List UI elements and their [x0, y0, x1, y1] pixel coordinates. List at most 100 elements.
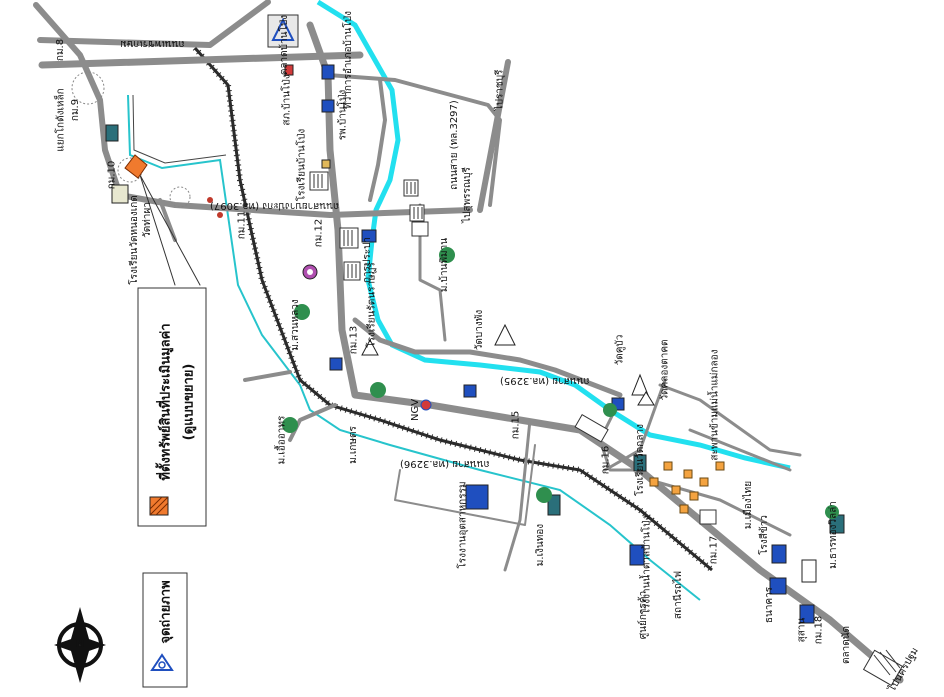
label-temple2: วัดคูบัว — [614, 334, 626, 366]
label-km9: กม.9 — [70, 98, 82, 122]
canal-left-2 — [132, 94, 227, 164]
compass-rose-icon — [54, 607, 106, 683]
road-north — [33, 2, 473, 218]
label-to-suphan: ไปสุพรรณบุรี — [461, 167, 473, 223]
label-road-top: ถนนเพชรเกษม — [120, 38, 185, 49]
railway — [193, 47, 713, 572]
school-icon — [361, 229, 377, 243]
school-icon — [105, 124, 119, 142]
label-bank: ธนาคาร — [764, 586, 776, 624]
label-bridge: สะพานข้ามแม่น้ำแม่กลอง — [709, 349, 721, 461]
legend-photo-label: จุดถ่ายภาพ — [158, 580, 174, 644]
building-icons — [105, 64, 845, 624]
building-icon — [801, 559, 817, 583]
legend-subject-subtitle: (ดูแบบขยาย) — [181, 363, 197, 441]
school-icon — [463, 384, 477, 398]
school-icon — [321, 64, 335, 80]
tree-icon — [217, 212, 223, 218]
road-pin-leader — [139, 174, 176, 286]
label-shop: ศูนย์การค้า — [638, 590, 650, 640]
label-police: สภ.บ้านโป่ง — [281, 74, 293, 126]
label-village6: ม.ธารทองวิลล่า — [827, 501, 839, 569]
label-market: ตลาดบ้านโป่ง — [279, 14, 291, 76]
special-icons — [207, 197, 432, 411]
label-road-3297: ถนนสาย (ทล.3297) — [448, 100, 460, 190]
label-road-3296: ถนนสาย (ทล.3296) — [400, 458, 490, 469]
label-road-3295: ถนนสาย (ทล.3295) — [500, 375, 590, 386]
road-east-1 — [326, 73, 502, 207]
legend-photo-box — [142, 572, 188, 688]
road-west-km11 — [158, 198, 177, 242]
label-km10: กม.10 — [106, 160, 118, 190]
road-east-2 — [477, 59, 511, 213]
school-icon — [547, 494, 561, 516]
building-icon — [111, 184, 129, 204]
road-west-low — [288, 403, 337, 442]
legend-photo-icon — [150, 653, 174, 671]
legend-subject-box — [137, 287, 207, 527]
subject-property-marker — [124, 154, 148, 179]
road-central — [306, 21, 904, 684]
canal-left — [127, 94, 701, 601]
intersection-markers — [71, 71, 191, 208]
label-school2: โรงเรียนวัดหนองเกด — [128, 195, 140, 285]
label-km15: กม.15 — [510, 410, 522, 440]
label-village4: ม.เอื้ออาทร — [276, 415, 288, 465]
road-km16 — [603, 378, 667, 472]
road-river-link — [418, 203, 447, 342]
label-school4: โรงเรียนวัดกลาง — [634, 424, 646, 496]
label-village3: ม.เกษตร — [347, 426, 359, 464]
label-cemetery: สุสาน — [796, 617, 808, 643]
label-to-ratchaburi: ไปราชบุรี — [494, 69, 506, 111]
building-icon — [284, 64, 294, 76]
road-right-2 — [688, 428, 792, 472]
school-icon — [629, 544, 645, 566]
building-icon — [321, 159, 331, 169]
gas-station-icon — [420, 399, 432, 411]
label-gas: NGV — [410, 398, 422, 422]
label-km8: กม.8 — [55, 38, 67, 62]
label-intersection: แยกโกดังเหล็ก — [55, 88, 67, 152]
label-village7: ม.เมืองไทย — [743, 480, 755, 530]
label-rail-station: สถานีรถไฟ — [673, 570, 685, 620]
legend-swatch-hatch — [149, 496, 169, 516]
legend-subject-title: ที่ตั้งทรัพย์สินที่ประเมินมูลค่า — [158, 323, 174, 481]
road-pin-leader-2 — [139, 174, 201, 286]
road-right-1 — [658, 383, 802, 457]
label-km11: กม.11 — [236, 210, 248, 240]
road-south-east — [598, 398, 642, 472]
tree-icon — [207, 197, 213, 203]
road-3297 — [243, 370, 292, 382]
road-top-highway — [38, 51, 364, 69]
road-top-upper — [37, 0, 271, 48]
house-icons — [649, 461, 725, 514]
label-village5: ม.เงินทอง — [535, 523, 547, 567]
school-icon — [633, 454, 647, 472]
label-km13: กม.13 — [348, 325, 360, 355]
compass-north-label: N — [76, 639, 85, 650]
temple-icons — [361, 323, 655, 406]
label-factory: โรงงานอุตสาหกรรม — [457, 481, 469, 569]
school-icon — [771, 544, 787, 564]
school-icon — [321, 99, 335, 113]
label-km18: กม.18 — [813, 615, 825, 645]
label-road-3097: ถนนสายบางปะกง (ทล.3097) — [210, 200, 340, 211]
tree-icons — [282, 247, 839, 519]
label-school3: โรงเรียนรัตนราษฎร์ — [366, 262, 378, 348]
road-south-2 — [503, 418, 532, 572]
label-km17: กม.17 — [708, 535, 720, 565]
label-temple4: วัดท่าผา — [141, 202, 153, 238]
label-temple3: วัดคลองตาคต — [659, 339, 671, 401]
label-village1: ม.สวนหลวง — [289, 299, 301, 351]
hatch-lines — [313, 174, 901, 676]
school-icon — [465, 484, 489, 510]
road-3097 — [352, 317, 623, 398]
school-icon — [329, 357, 343, 371]
label-temple1: วัดบางพัง — [474, 309, 486, 351]
label-hospital: รพ.บ้านโป่ง — [337, 89, 349, 141]
label-km16: กม.16 — [600, 445, 612, 475]
road-mid — [368, 78, 387, 202]
road-south-1 — [394, 444, 536, 526]
